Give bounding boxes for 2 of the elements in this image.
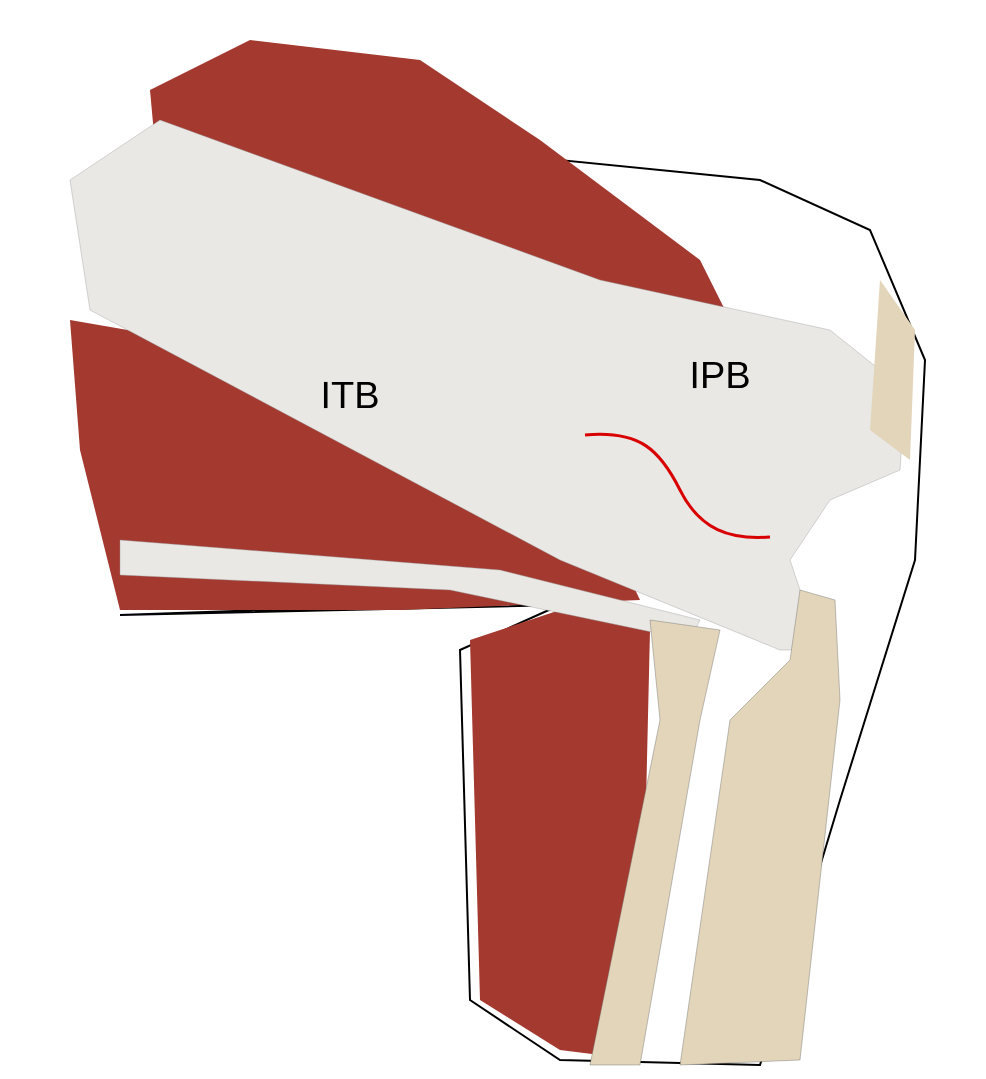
- structure-label: ITB: [323, 381, 378, 409]
- structure-label: IPB: [692, 361, 749, 389]
